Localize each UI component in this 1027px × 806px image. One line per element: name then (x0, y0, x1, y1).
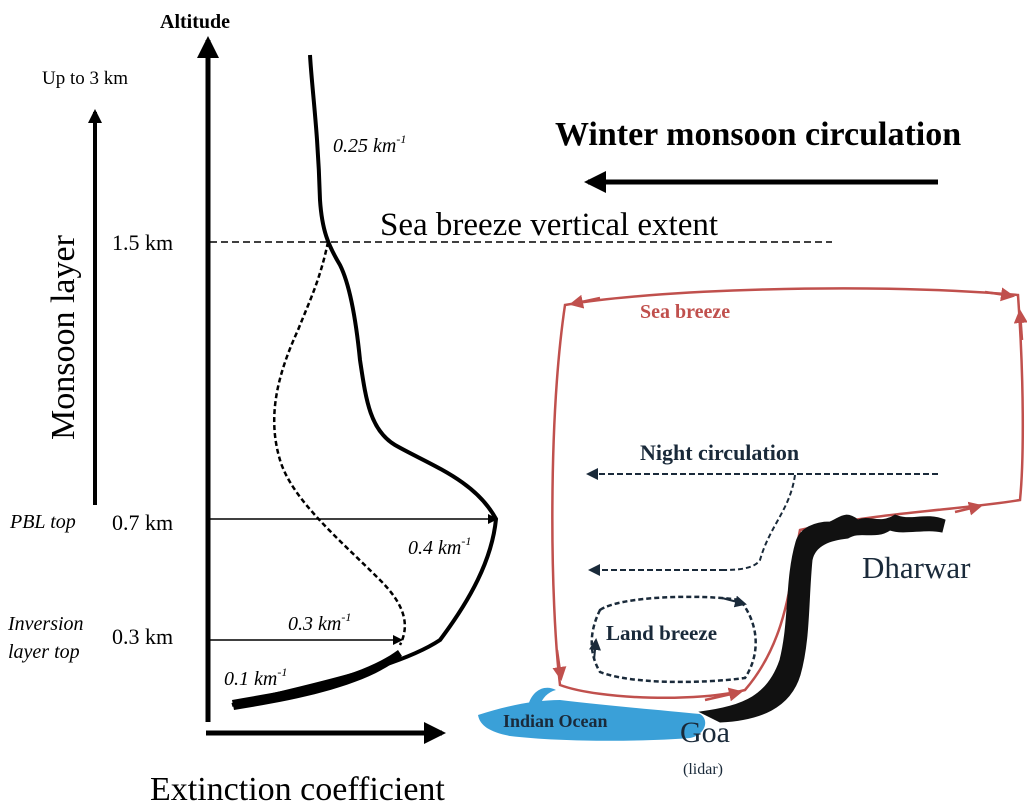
sea-breeze-extent-label: Sea breeze vertical extent (380, 207, 718, 243)
value-04: 0.4 km-1 (408, 534, 471, 559)
land-breeze-loop (590, 595, 757, 684)
lidar-label: (lidar) (683, 761, 723, 778)
sea-breeze-arrow-left (569, 294, 601, 309)
extinction-coefficient-label: Extinction coefficient (150, 771, 445, 806)
svg-text:0.4 km-1: 0.4 km-1 (408, 534, 471, 559)
altitude-label: Altitude (160, 11, 230, 33)
inversion-label-line2: layer top (8, 641, 80, 663)
coastline (698, 514, 946, 723)
value-03: 0.3 km-1 (288, 610, 351, 635)
extinction-profile-tail (232, 650, 402, 710)
altitude-1-5km: 1.5 km (112, 230, 173, 255)
land-breeze-arrow-right (721, 595, 747, 608)
altitude-0-7km: 0.7 km (112, 510, 173, 535)
value-01: 0.1 km-1 (224, 665, 287, 690)
indian-ocean-label: Indian Ocean (503, 711, 608, 731)
pbl-top-label: PBL top (9, 511, 76, 533)
night-circulation-label: Night circulation (640, 440, 799, 465)
sea-breeze-label: Sea breeze (640, 301, 730, 323)
sea-breeze-arrow-bottom (704, 687, 743, 702)
value-025: 0.25 km-1 (333, 132, 406, 157)
dharwar-label: Dharwar (862, 550, 971, 585)
altitude-0-3km: 0.3 km (112, 624, 173, 649)
land-breeze-label: Land breeze (606, 621, 717, 645)
up-to-3km-label: Up to 3 km (42, 68, 128, 89)
svg-text:0.3 km-1: 0.3 km-1 (288, 610, 351, 635)
ocean-wave (528, 687, 556, 706)
winter-monsoon-label: Winter monsoon circulation (555, 116, 961, 153)
sea-breeze-arrow-in (954, 501, 983, 516)
svg-text:0.25 km-1: 0.25 km-1 (333, 132, 406, 157)
sea-breeze-arrow-right (984, 287, 1015, 302)
sea-breeze-arrow-up (1013, 309, 1027, 341)
goa-label: Goa (680, 716, 730, 749)
indian-ocean-shape (478, 700, 706, 741)
svg-text:0.1 km-1: 0.1 km-1 (224, 665, 287, 690)
extinction-profile-dashed (272, 241, 407, 646)
night-circulation-descent (724, 474, 796, 571)
inversion-label-line1: Inversion (7, 613, 84, 635)
extinction-profile-solid (231, 54, 499, 707)
monsoon-layer-label: Monsoon layer (45, 234, 82, 440)
sea-breeze-arrow-down (552, 649, 567, 681)
land-breeze-arrow-up (589, 638, 601, 661)
